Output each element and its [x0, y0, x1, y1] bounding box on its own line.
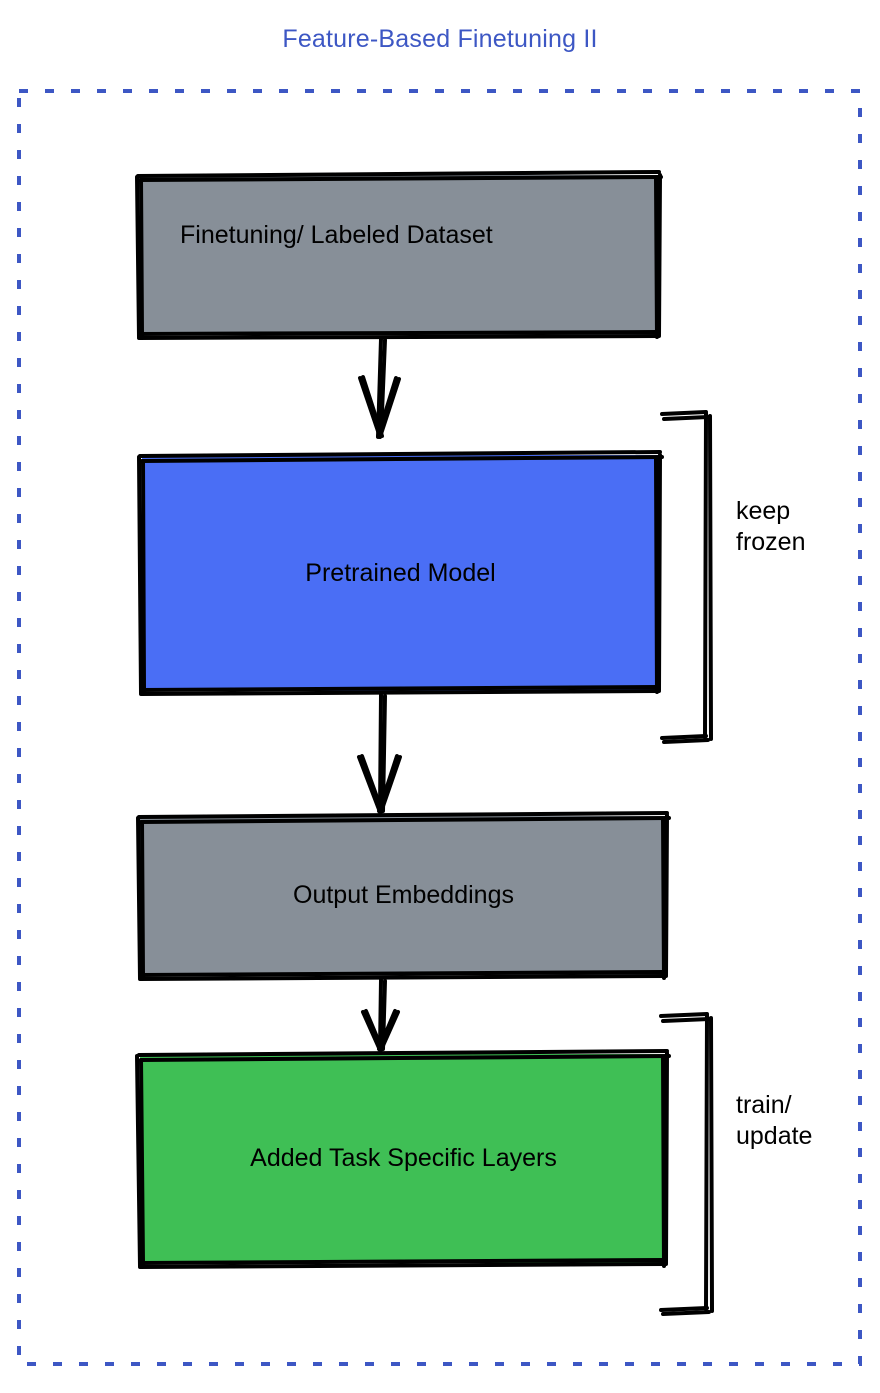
page-title: Feature-Based Finetuning II: [282, 25, 598, 53]
node-label: Output Embeddings: [293, 881, 514, 910]
node-added-task-specific-layers[interactable]: Added Task Specific Layers: [140, 1054, 667, 1263]
dashed-frame: [17, 89, 862, 1366]
node-output-embeddings[interactable]: Output Embeddings: [140, 816, 667, 975]
node-label: Pretrained Model: [305, 558, 496, 587]
node-pretrained-model[interactable]: Pretrained Model: [142, 455, 659, 691]
node-label: Finetuning/ Labeled Dataset: [180, 221, 493, 249]
annotation-keep-frozen: keep frozen: [736, 497, 806, 556]
annotation-train-update: train/ update: [736, 1091, 813, 1150]
node-finetuning-labeled-dataset[interactable]: Finetuning/ Labeled Dataset: [140, 175, 659, 335]
node-label: Added Task Specific Layers: [250, 1144, 557, 1173]
